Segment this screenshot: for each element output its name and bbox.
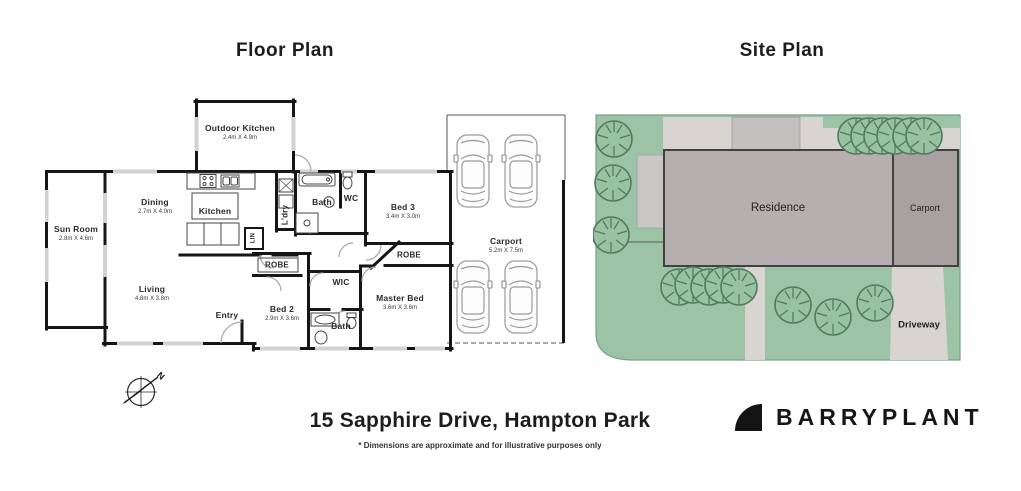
room-label-linen: LIN xyxy=(250,232,257,244)
driveway-label: Driveway xyxy=(898,319,940,331)
tree-icon xyxy=(774,286,812,324)
room-label-wic: WIC xyxy=(332,277,350,288)
room-label-kitchen: Kitchen xyxy=(198,206,232,217)
linen-closet xyxy=(244,227,264,250)
side-annex xyxy=(636,154,665,229)
brand-name: BARRYPLANT xyxy=(776,404,984,430)
residence-label: Residence xyxy=(750,202,806,214)
room-label-robe-bed2: ROBE xyxy=(265,260,289,270)
tree-icon xyxy=(856,284,894,322)
carport-footprint xyxy=(892,149,959,267)
tree-icon xyxy=(592,216,630,254)
door-arcs xyxy=(220,154,382,344)
compass: N xyxy=(114,363,168,417)
compass-north-label: N xyxy=(155,370,167,382)
robe-shelf xyxy=(257,257,299,273)
carport-outline xyxy=(446,114,566,344)
car-icon xyxy=(501,134,541,208)
car-icon xyxy=(453,260,493,334)
outbuilding xyxy=(731,116,801,154)
tree-icon xyxy=(595,120,633,158)
room-label-robe-master: ROBE xyxy=(397,250,421,260)
tree-icon xyxy=(905,117,943,155)
room-label-bath: Bath xyxy=(312,197,332,208)
room-label-entry: Entry xyxy=(215,310,239,321)
car-icon xyxy=(501,260,541,334)
floor-plan-title: Floor Plan xyxy=(236,40,334,61)
tree-icon xyxy=(594,164,632,202)
room-label-wc: WC xyxy=(343,193,359,204)
disclaimer-text: * Dimensions are approximate and for ill… xyxy=(358,441,602,450)
floor-plan-drawing xyxy=(43,98,566,352)
car-icon xyxy=(453,134,493,208)
tree-icon xyxy=(814,298,852,336)
ensuite-fixtures xyxy=(310,312,357,345)
driveway-paving xyxy=(890,266,948,360)
residence-footprint xyxy=(663,149,894,267)
room-label-ensuite-bath: Bath xyxy=(331,321,351,332)
address-title: 15 Sapphire Drive, Hampton Park xyxy=(309,409,651,432)
compass-icon: N xyxy=(120,370,167,408)
laundry-fixtures xyxy=(278,178,294,209)
kitchen-fixtures xyxy=(186,172,256,246)
brand-logo: BARRYPLANT xyxy=(733,402,984,433)
site-plan: Residence Carport Driveway xyxy=(592,95,963,365)
tree-icon xyxy=(720,268,758,306)
site-plan-title: Site Plan xyxy=(739,40,825,61)
carport-label: Carport xyxy=(909,203,941,213)
room-label-laundry: L'dry xyxy=(280,204,290,226)
brand-mark-icon xyxy=(735,404,762,431)
site-plan-drawing xyxy=(592,114,961,361)
windows xyxy=(45,117,445,351)
bath-fixtures xyxy=(295,171,353,234)
